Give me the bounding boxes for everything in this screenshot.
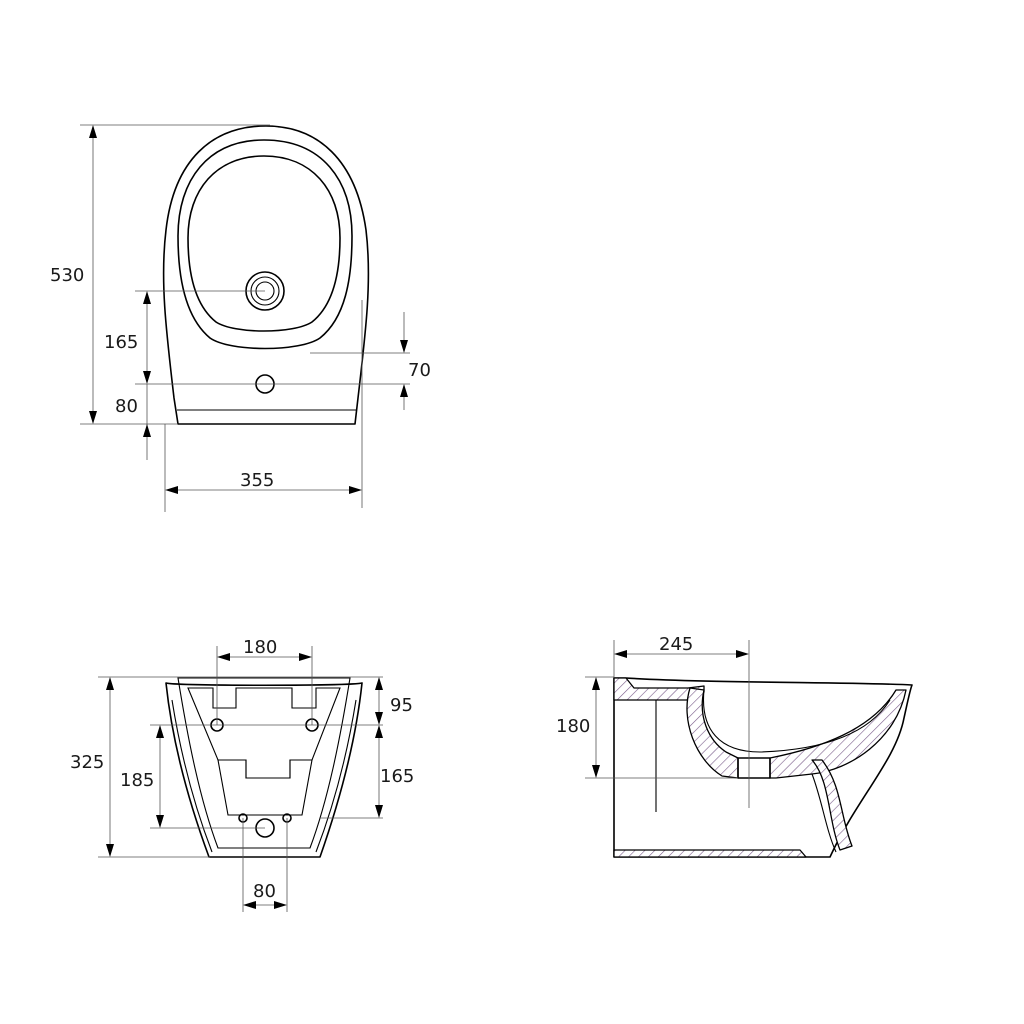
lower-recess (217, 759, 313, 816)
side-body-outline (613, 677, 913, 858)
bowl-inner-curve (702, 689, 891, 753)
front-wall-section (811, 759, 853, 851)
arrowhead (592, 765, 600, 778)
arrowhead (143, 424, 151, 437)
arrowhead (349, 486, 362, 494)
top-view: 530 165 80 70 355 (50, 124, 431, 512)
arrowhead (592, 677, 600, 690)
rear-side-right (315, 699, 357, 853)
bowl-rim (177, 139, 353, 350)
arrowhead (375, 712, 383, 725)
mounting-recess (187, 687, 341, 779)
side-section: 245 180 (556, 634, 913, 858)
arrowhead (375, 725, 383, 738)
rear-side-left (171, 699, 213, 853)
outlet-height-label: 180 (556, 716, 590, 737)
arrowhead (736, 650, 749, 658)
base-section (613, 849, 807, 858)
fixing-spacing-label: 70 (408, 360, 431, 381)
lower-fixing-spacing-label: 80 (253, 881, 276, 902)
bidet-hole-to-fixing-label: 165 (104, 332, 138, 353)
arrowhead (89, 411, 97, 424)
arrowhead (375, 805, 383, 818)
rear-outer-outline (165, 682, 363, 858)
bidet-outline (162, 125, 370, 425)
rear-cavity (622, 699, 657, 812)
arrowhead (299, 653, 312, 661)
arrowhead (156, 815, 164, 828)
arrowhead (165, 486, 178, 494)
arrowhead (156, 725, 164, 738)
arrowhead (106, 844, 114, 857)
outlet-depth-label: 245 (659, 634, 693, 655)
arrowhead (274, 901, 287, 909)
arrowhead (143, 371, 151, 384)
rear-view: 180 325 185 95 165 80 (70, 637, 414, 912)
top-to-upper-fixing-label: 95 (390, 695, 413, 716)
arrowhead (217, 653, 230, 661)
depth-label: 530 (50, 265, 84, 286)
upper-fixing-spacing-label: 180 (243, 637, 277, 658)
width-label: 355 (240, 470, 274, 491)
fixing-to-rear-label: 80 (115, 396, 138, 417)
bowl-inner (187, 155, 341, 332)
bowl-base-section (769, 689, 907, 779)
upper-to-lower-fixing-label: 185 (120, 770, 154, 791)
lower-fixing-offset-label: 165 (380, 766, 414, 787)
arrowhead (614, 650, 627, 658)
arrowhead (89, 125, 97, 138)
rear-inner-outline (177, 677, 351, 849)
arrowhead (243, 901, 256, 909)
arrowhead (143, 291, 151, 304)
arrowhead (400, 384, 408, 397)
arrowhead (400, 340, 408, 353)
arrowhead (106, 677, 114, 690)
outlet-socket (737, 757, 771, 779)
arrowhead (375, 677, 383, 690)
front-cavity (811, 773, 837, 853)
height-label: 325 (70, 752, 104, 773)
